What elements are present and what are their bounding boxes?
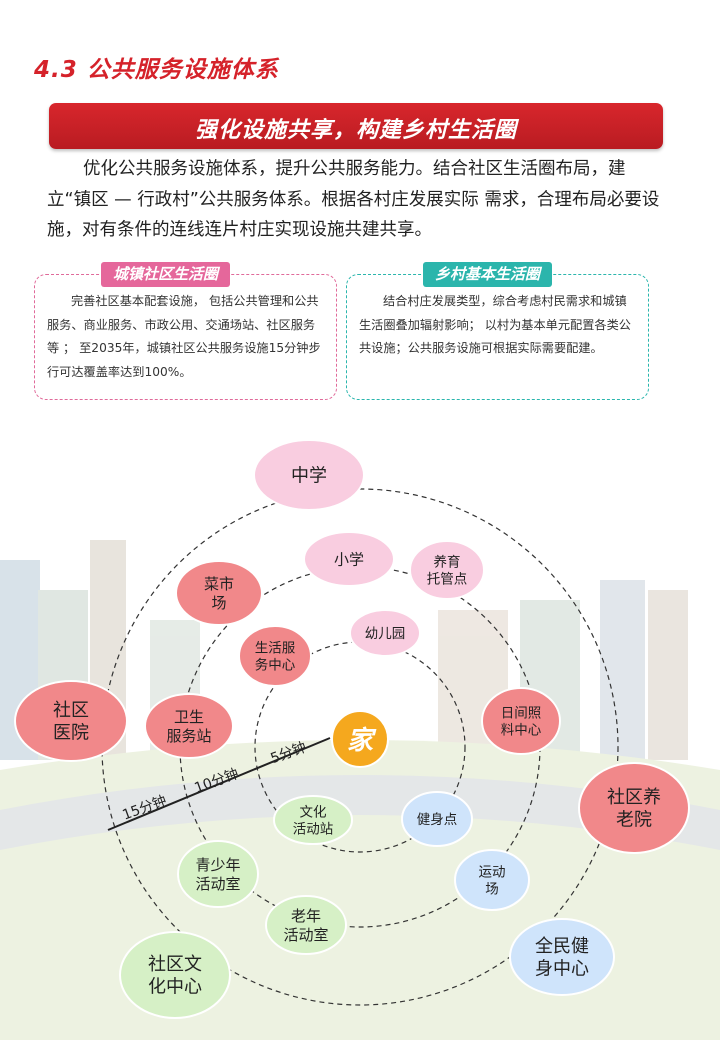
node-label: 幼儿园 (365, 626, 406, 642)
node-bubble (175, 560, 263, 626)
town-box-label: 城镇社区生活圈 (101, 262, 231, 287)
town-box-text: 完善社区基本配套设施， 包括公共管理和公共服务、商业服务、市政公用、交通场站、社… (47, 294, 321, 379)
diagram-canvas: 5分钟10分钟15分钟 中学小学养育托管点幼儿园菜市场生活服务中心社区医院卫生服… (0, 439, 720, 1040)
building-4 (648, 590, 688, 760)
node-label: 身中心 (535, 959, 589, 980)
node-label: 运动 (479, 864, 506, 880)
center-label: 家 (347, 726, 377, 756)
node-label: 社区养 (607, 787, 661, 808)
node-bubble (454, 849, 530, 911)
node-中学: 中学 (253, 439, 365, 511)
center-circle (331, 710, 389, 768)
node-label: 全民健 (535, 936, 589, 957)
node-bubble (509, 918, 615, 996)
node-label: 场 (211, 594, 226, 612)
intro-paragraph: 优化公共服务设施体系，提升公共服务能力。结合社区生活圈布局，建立“镇区 — 行政… (47, 159, 660, 240)
node-运动场: 运动场 (454, 849, 530, 911)
village-box-label: 乡村基本生活圈 (423, 262, 553, 287)
node-label: 活动室 (283, 926, 328, 944)
node-label: 老院 (616, 810, 652, 831)
node-bubble (273, 795, 353, 845)
node-bubble (409, 540, 485, 600)
node-bubble (265, 895, 347, 955)
node-label: 托管点 (427, 571, 468, 587)
node-bubble (578, 762, 690, 854)
node-label: 中学 (291, 465, 327, 486)
node-label: 医院 (53, 723, 89, 744)
node-小学: 小学 (303, 531, 395, 587)
node-label: 活动室 (195, 875, 240, 893)
node-label: 活动站 (293, 821, 334, 837)
node-bubble (177, 840, 259, 908)
road (0, 775, 720, 850)
node-bubble (238, 625, 312, 687)
center-home: 家 (331, 710, 389, 768)
banner: 强化设施共享，构建乡村生活圈 (49, 103, 663, 149)
village-box-text: 结合村庄发展类型，综合考虑村民需求和城镇生活圈叠加辐射影响； 以村为基本单元配置… (359, 294, 631, 355)
node-label: 日间照 (501, 705, 542, 721)
nodes: 中学小学养育托管点幼儿园菜市场生活服务中心社区医院卫生服务站日间照料中心社区养老… (14, 439, 690, 1019)
node-bubble (253, 439, 365, 511)
node-label: 社区 (53, 700, 89, 721)
node-bubble (481, 687, 561, 755)
node-label: 文化 (300, 804, 327, 820)
node-幼儿园: 幼儿园 (349, 609, 421, 657)
village-life-circle-box: 乡村基本生活圈 结合村庄发展类型，综合考虑村民需求和城镇生活圈叠加辐射影响； 以… (346, 262, 649, 400)
node-label: 生活服 (255, 640, 296, 656)
node-label: 菜市 (204, 575, 234, 593)
node-label: 服务站 (166, 727, 211, 745)
node-bubble (401, 791, 473, 847)
node-label: 场 (485, 881, 499, 897)
ring-1 (254, 641, 466, 853)
node-label: 务中心 (255, 657, 296, 673)
node-bubble (303, 531, 395, 587)
node-label: 青少年 (195, 856, 240, 874)
radius-line (107, 737, 331, 831)
node-label: 养育 (434, 554, 461, 570)
node-label: 卫生 (174, 708, 204, 726)
node-label: 小学 (334, 550, 364, 568)
section-title: 4.3 公共服务设施体系 (34, 50, 279, 84)
node-label: 社区文 (148, 954, 202, 975)
node-bubble (119, 931, 231, 1019)
section-number: 4.3 (34, 57, 78, 83)
banner-title: 强化设施共享，构建乡村生活圈 (194, 118, 517, 143)
node-label: 老年 (291, 907, 321, 925)
node-健身点: 健身点 (401, 791, 473, 847)
node-label: 化中心 (148, 977, 202, 998)
node-label: 健身点 (417, 812, 458, 828)
node-菜市场: 菜市场 (175, 560, 263, 626)
node-bubble (349, 609, 421, 657)
node-bubble (14, 680, 128, 762)
node-bubble (144, 693, 234, 759)
node-label: 料中心 (501, 722, 542, 738)
town-life-circle-box: 城镇社区生活圈 完善社区基本配套设施， 包括公共管理和公共服务、商业服务、市政公… (34, 262, 337, 400)
section-title-text: 公共服务设施体系 (86, 57, 279, 83)
building-3 (600, 580, 645, 760)
